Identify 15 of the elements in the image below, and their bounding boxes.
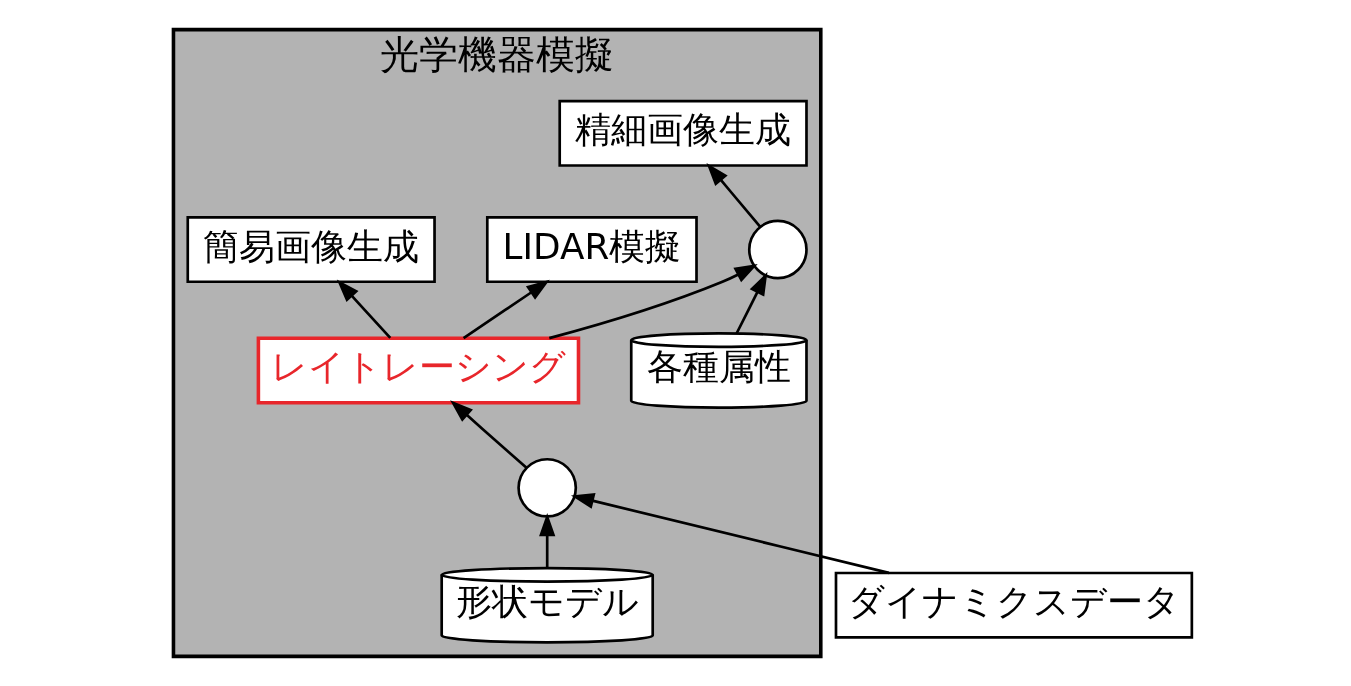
arrow [735, 272, 768, 335]
node-circle [747, 219, 808, 280]
arrow [336, 279, 392, 339]
arrow [462, 279, 550, 340]
arrow [571, 493, 890, 575]
node-box: ダイナミクスデータ [834, 571, 1194, 639]
node-box: 精細画像生成 [558, 99, 808, 167]
arrow [548, 263, 758, 340]
node-box: LIDAR模擬 [485, 216, 698, 284]
arrow [539, 512, 556, 569]
node-box: 簡易画像生成 [186, 216, 436, 284]
node-box: レイトレーシング [256, 336, 581, 405]
arrow [450, 400, 528, 469]
arrow [706, 162, 762, 228]
node-circle [517, 457, 578, 518]
